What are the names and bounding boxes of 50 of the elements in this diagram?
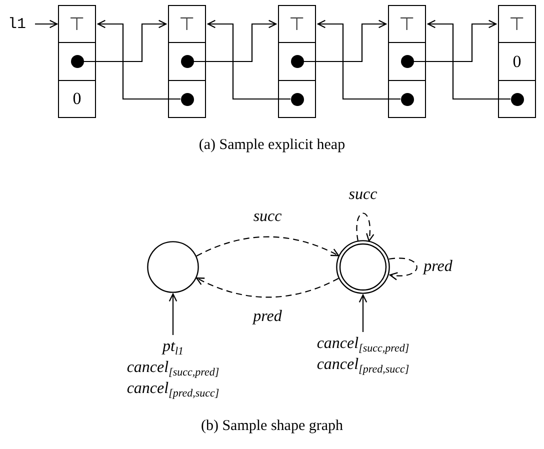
record-field	[58, 42, 96, 81]
pointer-dot	[400, 92, 414, 106]
pointer-dot	[70, 55, 84, 68]
record-field	[278, 42, 316, 81]
record-field: 0	[498, 42, 536, 81]
pointer-arrow	[358, 294, 368, 332]
transition-arrow	[388, 258, 418, 280]
annotation-label: cancel$_{[pred,succ]}$	[316, 355, 410, 375]
figure-caption: (b) Sample shape graph	[200, 418, 344, 435]
record-field: ⊤	[58, 5, 96, 43]
pointer-arrow	[317, 20, 400, 100]
figure-caption: (a) Sample explicit heap	[198, 137, 346, 154]
annotation-label: cancel$_{[succ,pred]}$	[316, 334, 410, 354]
transition-arrow	[196, 277, 339, 298]
record-field: 0	[58, 80, 96, 118]
edge-label: pred	[251, 308, 284, 326]
pointer-dot	[290, 92, 304, 106]
record-field	[278, 80, 316, 118]
accepting-state-circle	[336, 240, 390, 294]
record-field: ⊤	[168, 5, 206, 43]
pointer-arrow	[427, 20, 510, 100]
record-field	[388, 42, 426, 81]
transition-arrow	[356, 212, 374, 242]
transition-arrow	[196, 236, 340, 256]
pointer-arrow	[35, 20, 58, 28]
record-field: ⊤	[278, 5, 316, 43]
state-circle	[147, 241, 199, 293]
annotation-label: cancel$_{[pred,succ]}$	[126, 379, 220, 399]
pointer-dot	[180, 55, 194, 68]
pointer-arrow	[194, 20, 277, 62]
record-field	[388, 80, 426, 118]
record-field: ⊤	[388, 5, 426, 43]
pointer-dot	[510, 92, 524, 106]
annotation-label: pt$_{l1}$	[160, 337, 184, 357]
pointer-dot	[180, 92, 194, 106]
annotation-label: cancel$_{[succ,pred]}$	[126, 358, 220, 378]
pointer-arrow	[97, 20, 180, 100]
pointer-arrow	[207, 20, 290, 100]
record-field	[168, 80, 206, 118]
record-field	[168, 42, 206, 81]
pointer-arrow	[84, 20, 167, 62]
pointer-arrow	[414, 20, 497, 62]
pointer-arrow	[168, 293, 178, 335]
variable-label: l1	[8, 14, 34, 34]
record-field	[498, 80, 536, 118]
pointer-dot	[290, 55, 304, 68]
pointer-dot	[400, 55, 414, 68]
pointer-arrow	[304, 20, 387, 62]
edge-label: pred	[422, 258, 454, 276]
record-field: ⊤	[498, 5, 536, 43]
